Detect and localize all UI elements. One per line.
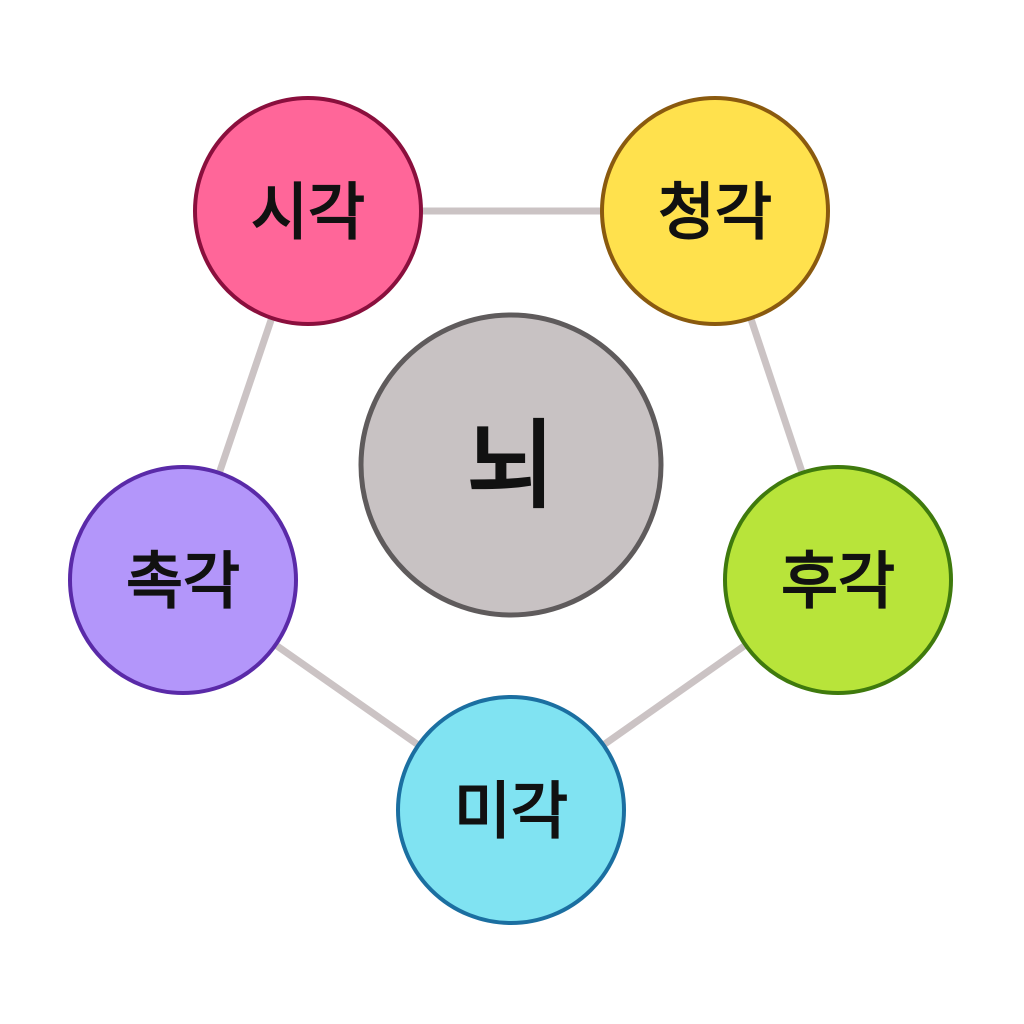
sense-node-sight: 시각 (193, 96, 423, 326)
sight-label: 시각 (251, 176, 365, 249)
hearing-circle (600, 96, 830, 326)
hearing-label: 청각 (658, 176, 772, 249)
smell-label: 후각 (781, 545, 895, 618)
touch-circle (68, 465, 298, 695)
smell-circle (723, 465, 953, 695)
sense-node-touch: 촉각 (68, 465, 298, 695)
sense-node-hearing: 청각 (600, 96, 830, 326)
taste-circle (396, 695, 626, 925)
sight-circle (193, 96, 423, 326)
sense-node-smell: 후각 (723, 465, 953, 695)
brain-circle (358, 312, 664, 618)
taste-label: 미각 (454, 775, 568, 848)
brain-label: 뇌 (467, 410, 555, 522)
center-node-brain: 뇌 (358, 312, 664, 618)
touch-label: 촉각 (126, 545, 240, 618)
sense-node-taste: 미각 (396, 695, 626, 925)
